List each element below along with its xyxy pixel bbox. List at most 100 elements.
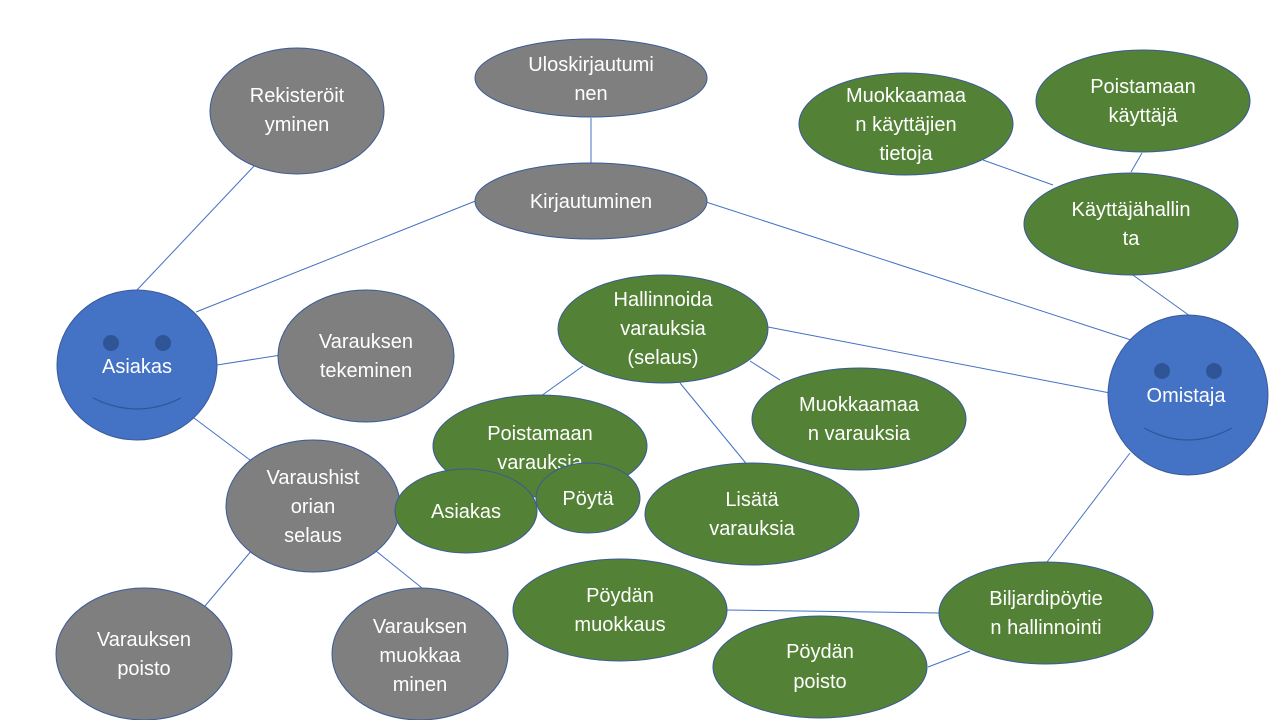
node-label-line: muokkaa (379, 645, 461, 667)
edge-biljardi-poydan-muokkaus (726, 609, 941, 614)
node-label-line: ta (1123, 228, 1141, 250)
node-label-line: Pöytä (562, 488, 614, 510)
edge-asiakas-varaushistoria (193, 417, 251, 461)
node-varauksen-tekeminen: Varauksen tekeminen (277, 289, 455, 423)
smile-icon (1143, 427, 1233, 441)
node-label-line: Varauksen (97, 629, 191, 651)
edge-asiakas-rekisteroityminen (136, 164, 256, 291)
node-label-line: selaus (284, 525, 342, 547)
node-label-line: tietoja (879, 143, 933, 165)
node-label-line: Varaushist (266, 467, 359, 489)
left-eye-icon (1154, 363, 1170, 379)
node-label-line: tekeminen (320, 360, 412, 382)
node-label-line: yminen (265, 114, 329, 136)
node-label-line: käyttäjä (1109, 105, 1179, 127)
node-hallinnoida-varauksia: Hallinnoida varauksia (selaus) (557, 274, 769, 384)
node-label-line: Rekisteröit (250, 85, 345, 107)
node-kirjautuminen: Kirjautuminen (474, 162, 708, 240)
edge-kayttajahallinta-muokkaamaan (982, 159, 1054, 186)
node-muokkaamaan-varauksia: Muokkaamaa n varauksia (751, 367, 967, 471)
edge-kirjautuminen-omistaja (705, 201, 1132, 341)
node-label-line: n käyttäjien (855, 114, 956, 136)
smile-icon (92, 397, 182, 410)
node-label-line: Käyttäjähallin (1072, 199, 1191, 221)
node-label-line: Uloskirjautumi (528, 54, 654, 76)
edge-hallinnoida-lisata (679, 382, 750, 468)
node-poydan-poisto: Pöydän poisto (712, 615, 928, 719)
node-label-line: Muokkaamaa (799, 394, 920, 416)
node-kayttajahallinta: Käyttäjähallin ta (1023, 172, 1239, 276)
right-eye-icon (155, 335, 171, 351)
edge-hallinnoida-muokkaamaan (749, 360, 781, 381)
node-label-line: Pöydän (586, 585, 654, 607)
actor-omistaja: Omistaja (1107, 314, 1269, 476)
node-label-line: Hallinnoida (614, 289, 714, 311)
node-rekisteroityminen: Rekisteröit yminen (209, 47, 385, 175)
node-varauksen-poisto: Varauksen poisto (55, 587, 233, 720)
node-label-line: (selaus) (627, 347, 698, 369)
node-label-line: minen (393, 674, 447, 696)
node-label-line: Asiakas (431, 501, 501, 523)
edge-biljardi-omistaja (1046, 452, 1131, 563)
edge-varaushistoria-muokkaaminen (375, 550, 423, 589)
node-label-line: n hallinnointi (990, 617, 1101, 639)
node-label-line: Lisätä (725, 489, 779, 511)
connection-lines (136, 118, 1191, 668)
svg-text:Kirjautuminen: Kirjautuminen (530, 191, 652, 213)
actor-asiakas: Asiakas (56, 289, 218, 441)
node-uloskirjautuminen: Uloskirjautumi nen (474, 38, 708, 118)
node-label-line: n varauksia (808, 423, 911, 445)
node-label-line: Biljardipöytie (989, 588, 1102, 610)
node-label-line: Poistamaan (487, 423, 593, 445)
svg-text:Pöytä: Pöytä (562, 488, 614, 510)
edge-hallinnoida-poistamaan (540, 365, 584, 397)
node-biljardipoytien-hallinnointi: Biljardipöytie n hallinnointi (938, 561, 1154, 665)
node-label-line: Kirjautuminen (530, 191, 652, 213)
edge-hallinnoida-omistaja (767, 326, 1111, 394)
left-eye-icon (103, 335, 119, 351)
svg-text:Asiakas: Asiakas (431, 501, 501, 523)
node-varauksen-muokkaaminen: Varauksen muokkaa minen (331, 587, 509, 720)
node-label-line: poisto (117, 658, 170, 680)
node-label-line: poisto (793, 671, 846, 693)
node-label-line: varauksia (620, 318, 706, 340)
node-poistamaan-kayttaja: Poistamaan käyttäjä (1035, 49, 1251, 153)
node-lisata-varauksia: Lisätä varauksia (644, 462, 860, 566)
node-label-line: Varauksen (319, 331, 413, 353)
edge-kayttajahallinta-omistaja (1129, 272, 1191, 317)
edge-asiakas-varauksen-tekeminen (216, 354, 282, 366)
svg-text:Omistaja: Omistaja (1147, 385, 1227, 407)
edge-biljardi-poydan-poisto (927, 650, 971, 668)
node-label-line: Poistamaan (1090, 76, 1196, 98)
node-label-line: muokkaus (574, 614, 665, 636)
node-label-line: Pöydän (786, 641, 854, 663)
edge-asiakas-kirjautuminen (195, 199, 479, 313)
node-poydan-muokkaus: Pöydän muokkaus (512, 558, 728, 662)
node-label-line: varauksia (709, 518, 795, 540)
edge-varaushistoria-poisto (204, 549, 253, 607)
right-eye-icon (1206, 363, 1222, 379)
node-filter-asiakas: Asiakas (394, 468, 538, 554)
svg-text:Asiakas: Asiakas (102, 356, 172, 378)
node-label-line: nen (574, 83, 607, 105)
node-label-line: orian (291, 496, 335, 518)
edge-kayttajahallinta-poistamaan (1130, 152, 1143, 173)
node-filter-poyta: Pöytä (535, 462, 641, 534)
node-label-line: Varauksen (373, 616, 467, 638)
